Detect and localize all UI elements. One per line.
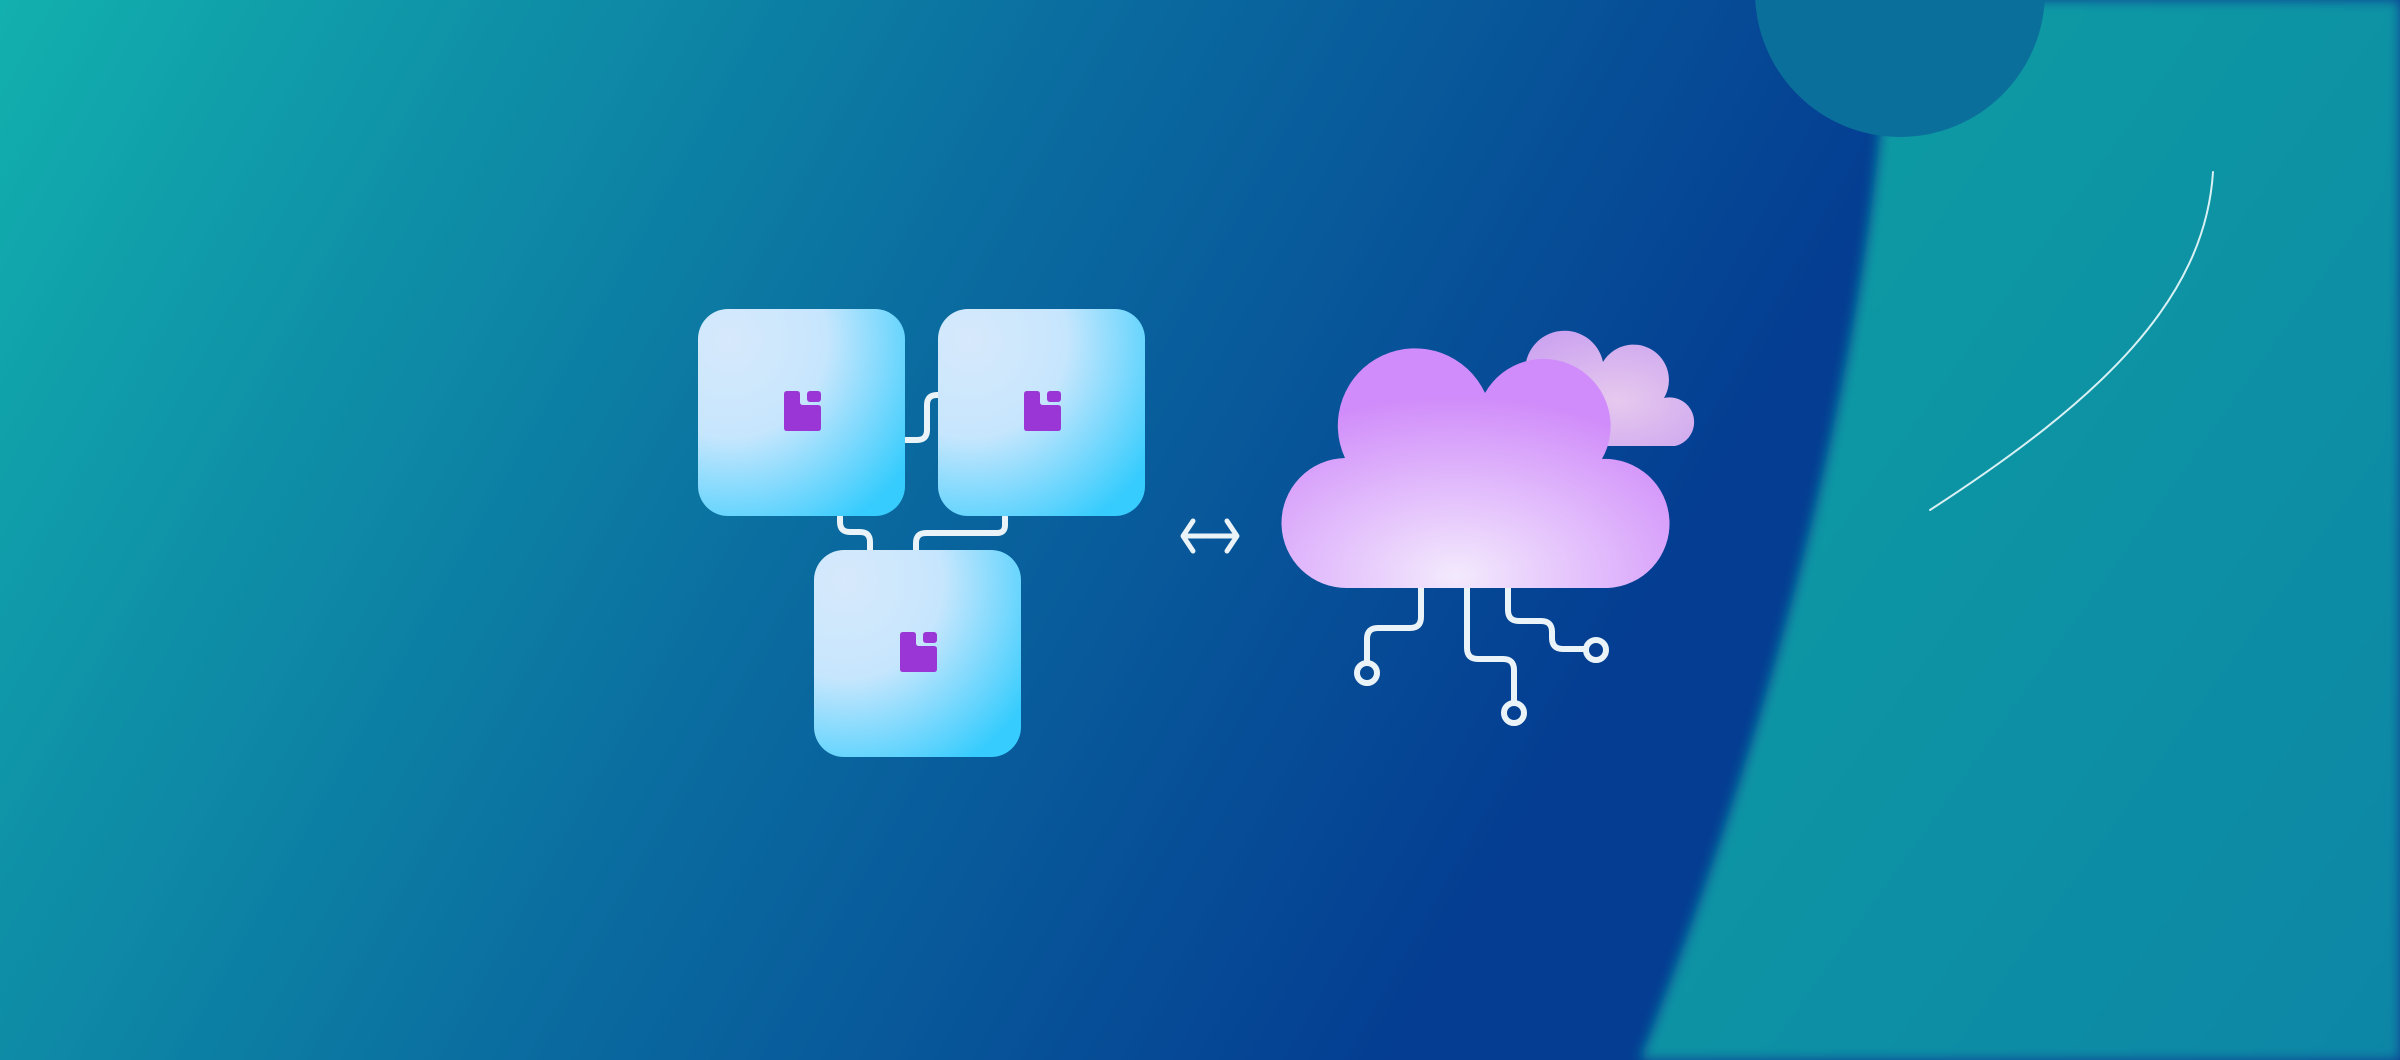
circuit-trace-left bbox=[1364, 582, 1424, 665]
bidirectional-arrow-icon bbox=[1180, 518, 1240, 554]
widget-grid-icon bbox=[1024, 391, 1061, 431]
circuit-node-center bbox=[1501, 700, 1527, 726]
widget-grid-icon bbox=[784, 391, 821, 431]
circuit-node-left bbox=[1354, 660, 1380, 686]
tile-connector-left bbox=[837, 514, 873, 557]
circuit-trace-right bbox=[1505, 582, 1588, 652]
tile-connector-right bbox=[913, 514, 1008, 557]
widget-grid-icon bbox=[900, 632, 937, 672]
background-right-band bbox=[1640, 0, 2400, 1060]
cloud-circuit-lines bbox=[1354, 582, 1609, 726]
decorative-arc bbox=[1929, 171, 2214, 511]
tile-connector-top bbox=[900, 392, 948, 443]
cloud-network-icon bbox=[1281, 348, 1670, 589]
tile-top-left bbox=[698, 309, 905, 516]
circuit-trace-center bbox=[1464, 582, 1517, 705]
circuit-node-right bbox=[1583, 637, 1609, 663]
background-orb bbox=[1755, 0, 2045, 137]
tile-bottom bbox=[814, 550, 1021, 757]
tile-top-right bbox=[938, 309, 1145, 516]
